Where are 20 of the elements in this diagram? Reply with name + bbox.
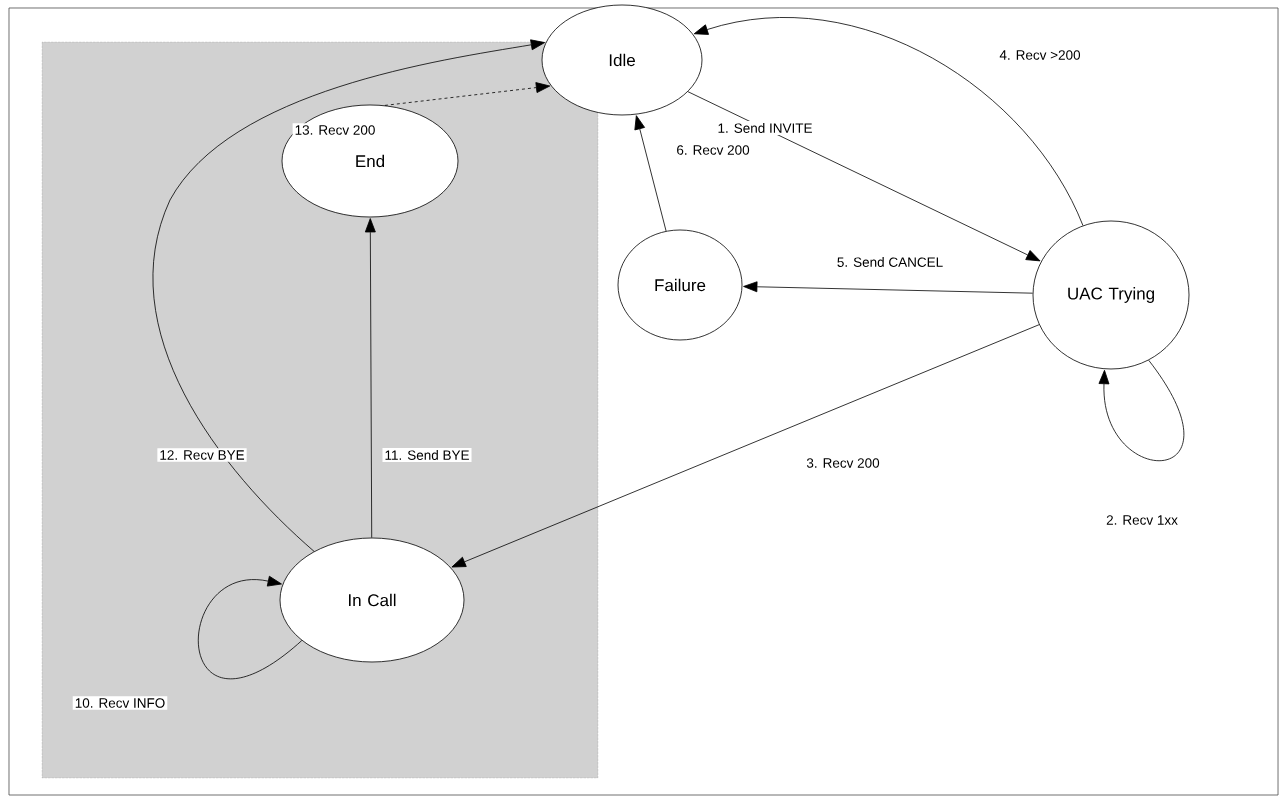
arrow (634, 115, 667, 232)
edge-label: 13. Recv 200 (292, 123, 378, 137)
edge-label: 6. Recv 200 (674, 143, 752, 157)
edge-label: 12. Recv BYE (157, 448, 247, 462)
edge-label: 11. Send BYE (382, 448, 472, 462)
arrow (693, 17, 1084, 226)
arrow (1098, 359, 1185, 461)
arrow (743, 281, 1034, 294)
arrow (687, 91, 1041, 262)
edge-label: 5. Send CANCEL (834, 255, 946, 269)
edge-label: 4. Recv >200 (997, 48, 1083, 62)
arrow (451, 324, 1040, 568)
arrow (152, 39, 546, 552)
arrow (364, 218, 376, 538)
arrow (384, 82, 551, 106)
edge-label: 2. Recv 1xx (1104, 513, 1180, 527)
arrow (198, 575, 303, 680)
edge-label: 3. Recv 200 (804, 456, 882, 470)
edge-label: 1. Send INVITE (715, 121, 815, 135)
edge-label: 10. Recv INFO (72, 696, 168, 710)
